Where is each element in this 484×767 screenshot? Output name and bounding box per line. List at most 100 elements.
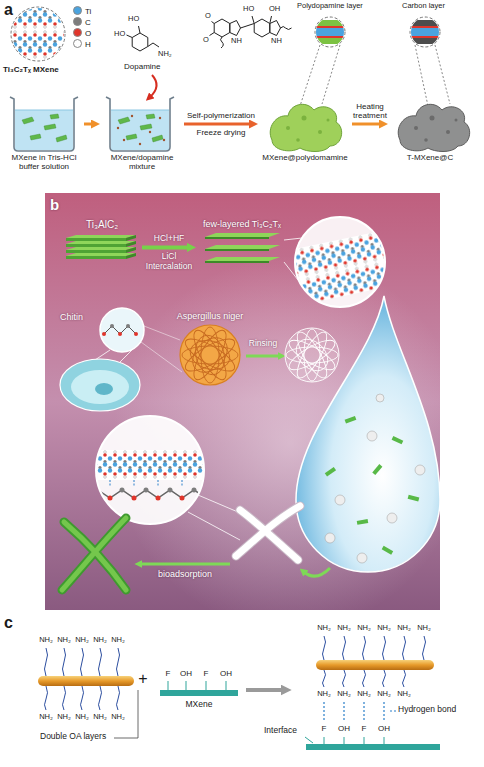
ligand-label: NH₂ [111, 636, 125, 645]
polydopamine-magnifier [314, 36, 346, 38]
beaker-illustration [30, 134, 41, 140]
fungal-cell [60, 359, 140, 411]
node-caption: MXene in Tris-HCl buffer solution [4, 152, 84, 172]
rinsing-arrow [246, 355, 280, 358]
max-phase-stack [66, 247, 136, 250]
ligand-label: NH₂ [377, 690, 391, 699]
polydopamine-magnifier [322, 45, 340, 104]
ligand-label: NH₂ [397, 690, 411, 699]
polydopamine-magnifier [314, 38, 346, 44]
process-label: bioadsorption [158, 569, 212, 579]
max-phase-stack [126, 253, 136, 259]
aspergillus-pellet [181, 326, 238, 383]
polydopamine-magnifier [314, 20, 346, 44]
few-layer-sheets [205, 233, 302, 280]
legend-swatch [73, 28, 82, 37]
chitin-fiber-white [236, 506, 300, 556]
material-label: MXene [186, 700, 213, 710]
ligand-label: NH₂ [93, 713, 107, 722]
legend-text: C [85, 18, 91, 27]
oleylamine-rod-left [38, 648, 138, 738]
atom-label: HO [128, 15, 139, 24]
shape-area [100, 96, 184, 152]
polydopamine-structure [210, 33, 215, 36]
rinsed-pellet [285, 335, 338, 375]
carbonized-product [398, 104, 469, 151]
water-droplet [325, 533, 335, 543]
water-droplet [367, 431, 377, 441]
oleylamine-rod-right [323, 636, 326, 660]
oleylamine-rod-right [343, 636, 346, 660]
beaker-illustration [50, 114, 59, 119]
adsorption-flow-arrow [304, 568, 330, 576]
beaker-illustration [56, 135, 67, 142]
ligand-label: NH₂ [57, 636, 71, 645]
oleylamine-rod-left [117, 648, 120, 676]
product-texture [414, 116, 458, 142]
legend-swatch [73, 39, 82, 48]
dopamine-molecules [149, 131, 151, 133]
interface-magnifier [98, 490, 206, 498]
few-layer-sheets [284, 238, 302, 240]
few-layer-sheets [205, 257, 280, 261]
beaker: MXene in Tris-HCl buffer solution [4, 96, 84, 172]
legend-text: H [85, 40, 91, 49]
beaker-illustration [10, 97, 78, 151]
carbon-layer-magnifier [435, 45, 450, 104]
dopamine-molecules [139, 143, 141, 145]
max-phase-stack [66, 235, 136, 238]
ligand-label: NH₂ [75, 636, 89, 645]
rinsed-pellet [304, 329, 320, 381]
hydrogen-bonds [383, 702, 384, 721]
oleylamine-rod-left [38, 676, 134, 686]
process-arrow [352, 123, 382, 126]
polydopamine-structure [270, 16, 272, 24]
shape-area [165, 322, 255, 388]
beaker-illustration [15, 110, 73, 111]
mxene-bar-right [305, 737, 440, 750]
mxene-atom-magnifier [10, 0, 70, 75]
dopamine-structure [127, 35, 133, 38]
max-phase-stack [66, 256, 126, 259]
ligand-label: NH₂ [357, 624, 371, 633]
dopamine-molecules [117, 127, 119, 129]
carbon-layer-magnifier [409, 28, 441, 36]
polydopamine-magnifier [315, 17, 345, 47]
fungal-cell [100, 308, 144, 352]
beaker-illustration [44, 124, 56, 130]
callout-label: Carbon layer [402, 2, 445, 11]
polydopamine-product [270, 104, 341, 151]
chitin-fiber-white [236, 506, 300, 560]
fungal-cell [102, 332, 106, 336]
product-texture [318, 130, 322, 134]
ligand-label: NH₂ [57, 713, 71, 722]
legend-row: O [73, 28, 91, 39]
ligand-label: NH₂ [317, 690, 331, 699]
shape-area [196, 230, 288, 266]
oleylamine-rod-right [383, 670, 386, 687]
hydrogen-bonds [324, 702, 396, 721]
process-label: LiCl Intercalation [139, 252, 199, 272]
carbon-layer-magnifier [409, 36, 441, 38]
polydopamine-structure [210, 16, 292, 48]
surface-group-label: OH [180, 669, 192, 678]
chitin-fiber-green [62, 518, 126, 590]
rinsed-pellet [290, 333, 334, 377]
process-label: Heating treatment [349, 102, 391, 120]
mxene-bar-left [226, 681, 227, 690]
atom-label: NH [231, 37, 242, 46]
polydopamine-magnifier [314, 20, 346, 26]
fungal-cell [118, 332, 122, 336]
hydrogen-bonds [388, 710, 396, 711]
callout-label: Hydrogen bond [398, 705, 456, 715]
atom-label: O [205, 12, 211, 21]
surface-group-label: F [166, 669, 171, 678]
water-droplet [382, 546, 394, 555]
atom-legend: TiCOH [73, 6, 91, 50]
chitin-fiber-white [240, 510, 298, 560]
legend-text: Ti [85, 7, 91, 16]
oleylamine-rod-left [99, 686, 102, 710]
oleylamine-rod-right [423, 636, 426, 660]
water-droplet [325, 394, 425, 563]
water-droplet [325, 467, 336, 477]
